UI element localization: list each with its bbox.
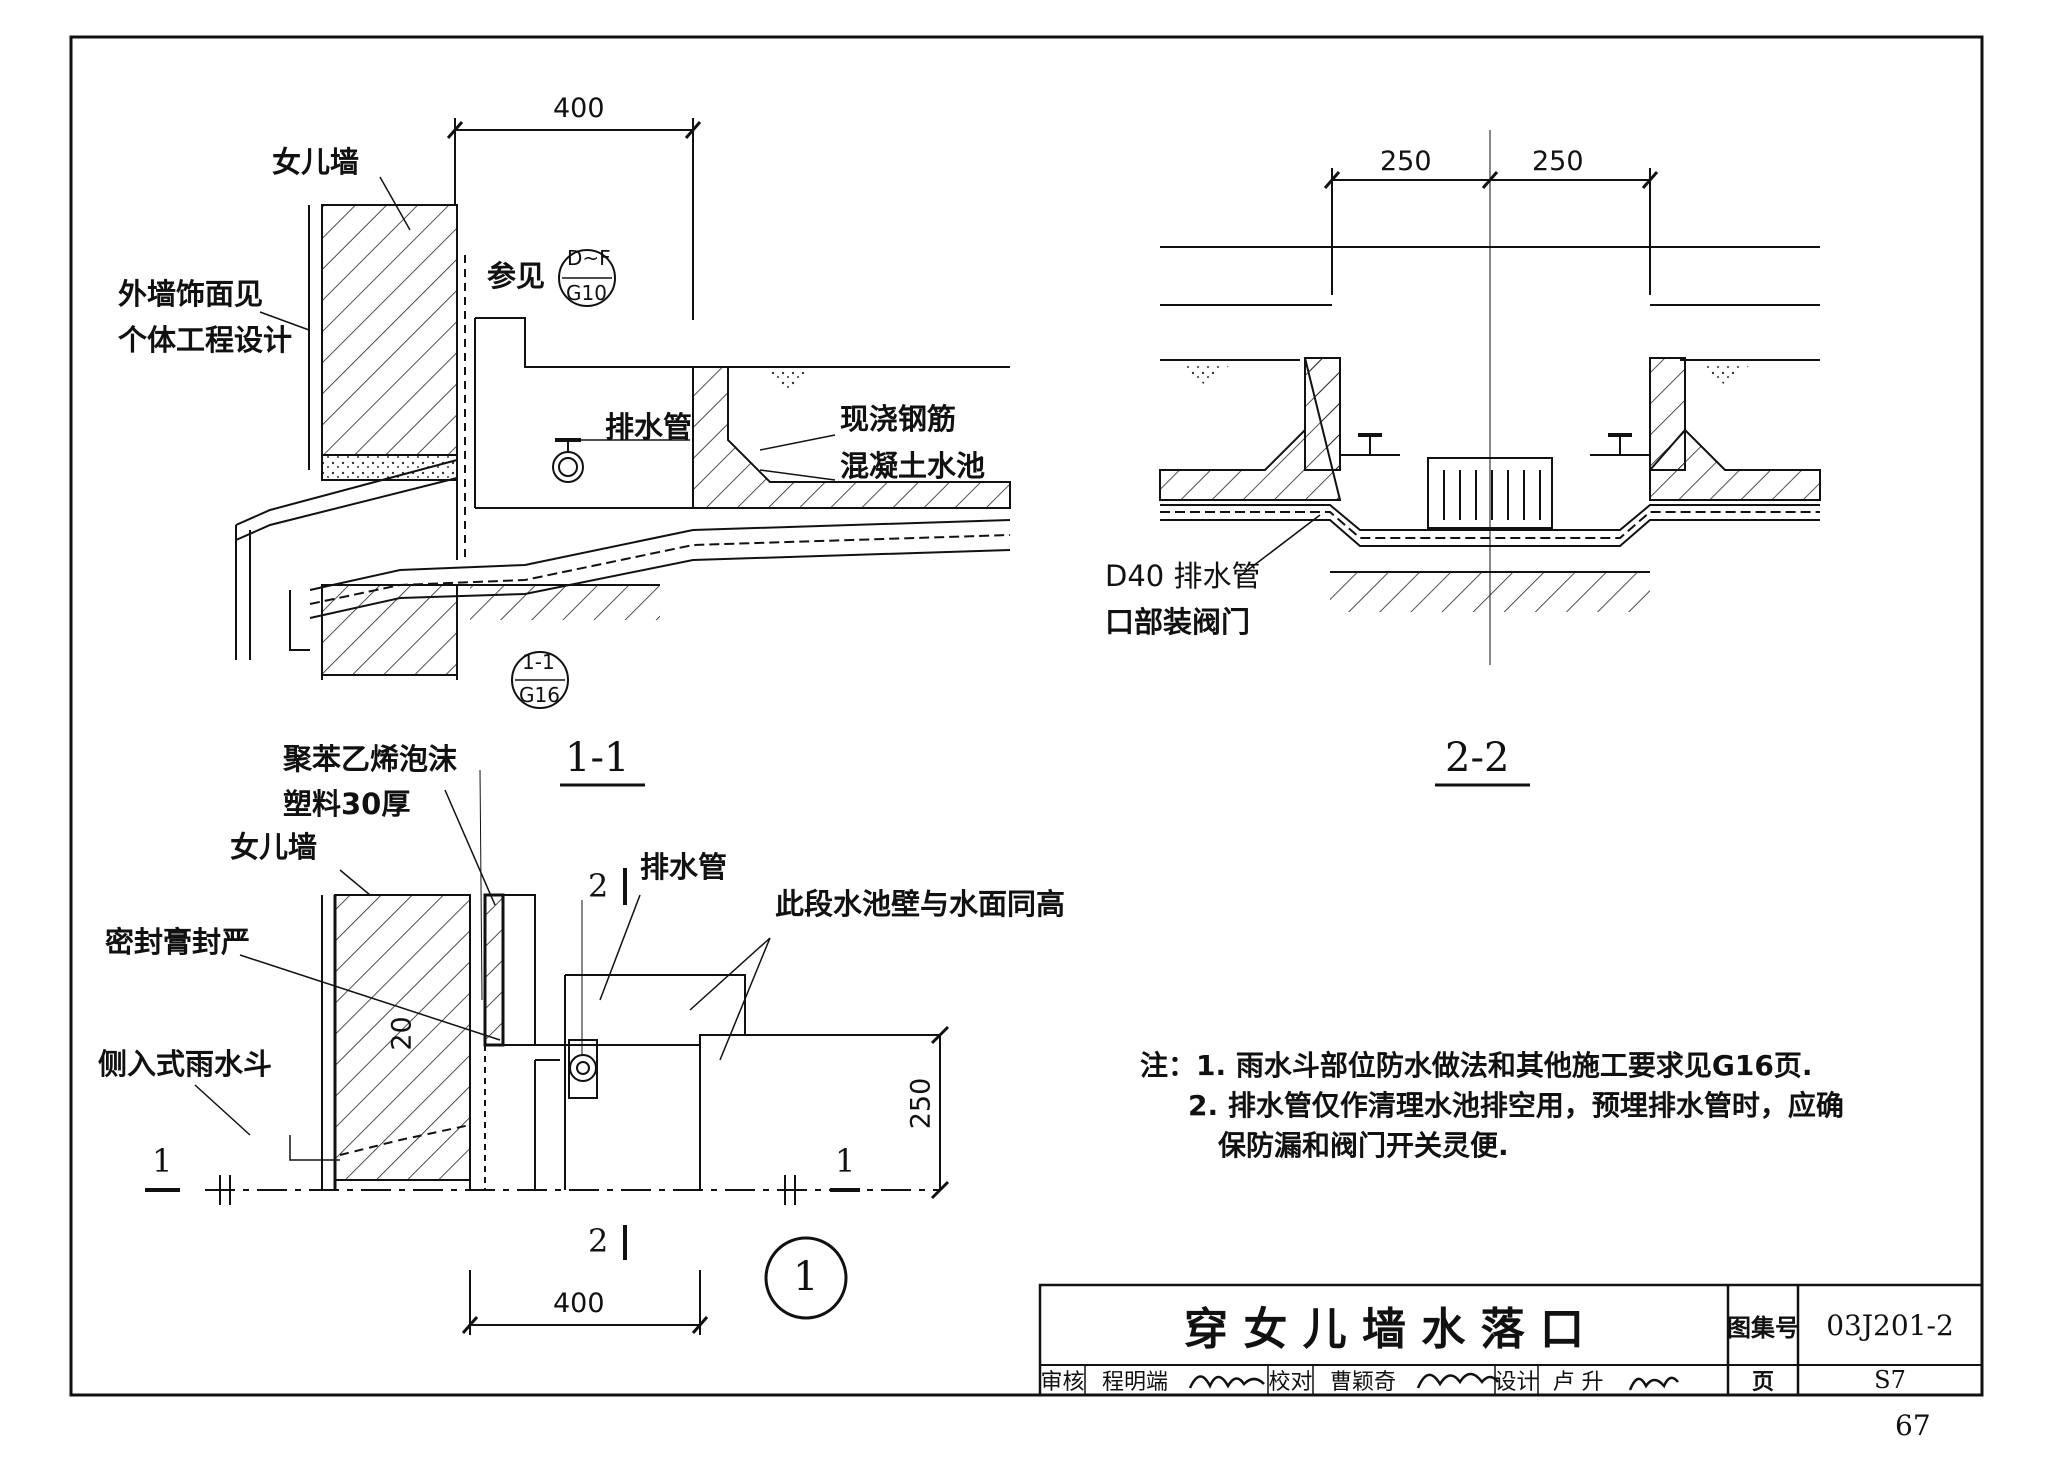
ref-circle-top: D~F (567, 246, 611, 270)
foam-label-line2: 塑料30厚 (283, 787, 411, 821)
sheet-frame (69, 35, 1984, 1397)
dim-400-bottom: 400 (553, 1288, 605, 1319)
atlas-label: 图集号 (1727, 1313, 1799, 1342)
plan-detail-drawing (145, 769, 950, 1335)
pool-label-line1: 现浇钢筋 (840, 402, 957, 436)
dim-250-left: 250 (1380, 146, 1432, 177)
designer-name: 卢 升 (1552, 1370, 1604, 1395)
ref2-circle-bottom: G16 (519, 683, 560, 707)
checker-name: 曹颖奇 (1329, 1370, 1396, 1395)
design-label: 设计 (1494, 1370, 1539, 1395)
dim-400-top: 400 (553, 93, 605, 124)
atlas-number: 03J201-2 (1826, 1308, 1954, 1342)
section-1-1-drawing (235, 118, 1011, 787)
inlet-label: 侧入式雨水斗 (98, 1047, 273, 1081)
drain-pipe-label-plan: 排水管 (640, 850, 728, 884)
page-number: 67 (1895, 1409, 1931, 1442)
facade-label-line2: 个体工程设计 (118, 323, 293, 357)
parapet-label-plan: 女儿墙 (230, 830, 318, 864)
reviewer-name: 程明端 (1101, 1370, 1168, 1395)
facade-label-line1: 外墙饰面见 (118, 277, 264, 311)
dim-20: 20 (386, 1016, 418, 1051)
sealant-label: 密封膏封严 (105, 925, 251, 959)
cut-2-bottom: 2 (588, 1222, 609, 1260)
cut-1-right: 1 (835, 1142, 856, 1180)
page-code: S7 (1874, 1366, 1906, 1394)
drawing-title: 穿 女 儿 墙 水 落 口 (1184, 1304, 1584, 1355)
pool-label-line2: 混凝土水池 (840, 449, 986, 483)
note-line1: 注：1. 雨水斗部位防水做法和其他施工要求见G16页. (1140, 1049, 1813, 1082)
drain-pipe-label-1-1: 排水管 (605, 410, 693, 444)
cut-1-left: 1 (152, 1142, 173, 1180)
section-2-2-drawing (1159, 130, 1821, 787)
parapet-label: 女儿墙 (272, 145, 360, 179)
cut-2-top: 2 (588, 867, 609, 905)
dim-250-plan: 250 (905, 1077, 937, 1130)
d40-pipe-label-line1: D40 排水管 (1105, 559, 1261, 593)
review-label: 审核 (1040, 1370, 1085, 1395)
title-block-frame (1038, 1283, 1984, 1397)
check-label: 校对 (1268, 1370, 1313, 1395)
ref2-circle-top: 1-1 (522, 650, 555, 674)
page-label: 页 (1751, 1370, 1774, 1395)
pool-wall-label: 此段水池壁与水面同高 (775, 887, 1066, 921)
dim-250-right: 250 (1532, 146, 1584, 177)
note-line2: 2. 排水管仅作清理水池排空用，预埋排水管时，应确 (1188, 1089, 1844, 1122)
d40-pipe-label-line2: 口部装阀门 (1105, 605, 1251, 639)
note-line3: 保防漏和阀门开关灵便. (1218, 1129, 1509, 1162)
section-title-1-1: 1-1 (565, 735, 630, 781)
section-title-2-2: 2-2 (1445, 735, 1510, 781)
ref-circle-bottom: G10 (566, 281, 607, 305)
foam-label-line1: 聚苯乙烯泡沫 (283, 742, 458, 776)
ref-prefix: 参见 (487, 259, 546, 293)
detail-number: 1 (793, 1254, 819, 1300)
